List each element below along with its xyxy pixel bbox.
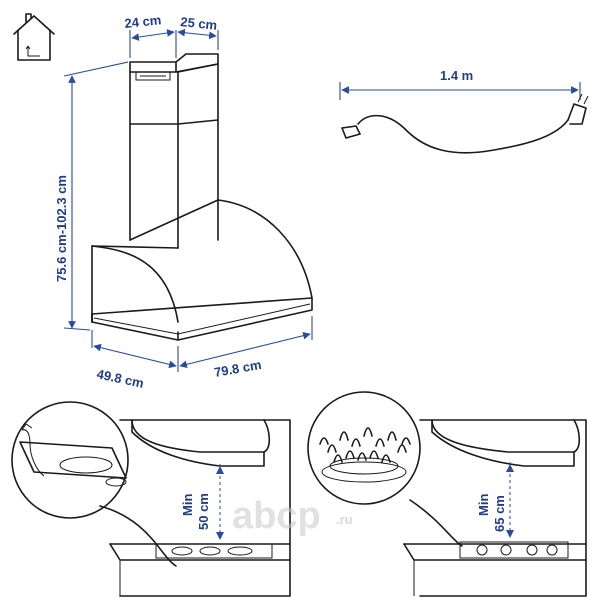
electric-min-value: 50 cm (196, 493, 211, 530)
gas-min-label: Min (476, 494, 491, 516)
watermark-brand: abcp (232, 495, 321, 537)
range-hood-drawing (91, 53, 313, 341)
width-bottom-label: 79.8 cm (213, 357, 263, 380)
cable-length-label: 1.4 m (440, 68, 473, 83)
dimension-lines (63, 28, 313, 372)
depth-bottom-label: 49.8 cm (95, 366, 145, 391)
power-cable-icon (339, 82, 589, 154)
height-range-label: 75.6 cm-102.3 cm (54, 175, 69, 282)
house-wall-mount-icon (13, 13, 55, 61)
gas-min-value: 65 cm (492, 495, 507, 532)
electric-min-label: Min (180, 494, 195, 516)
watermark-logo: abcp .ru (232, 495, 353, 537)
electric-clearance-panel (11, 401, 291, 597)
gas-clearance-panel (307, 391, 587, 597)
gas-flame-icon (319, 427, 411, 483)
watermark-tld: .ru (336, 512, 353, 527)
width-top-label: 25 cm (180, 14, 218, 33)
depth-top-label: 24 cm (124, 12, 162, 31)
